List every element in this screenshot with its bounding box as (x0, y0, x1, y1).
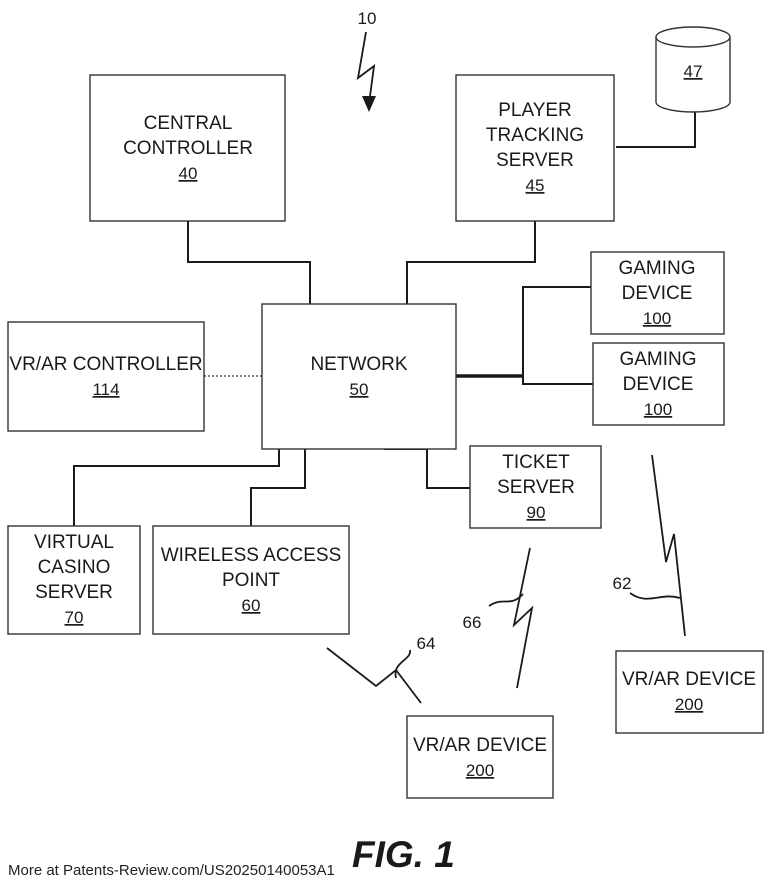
wire-central-controller (188, 221, 310, 304)
player-tracking-ref: 45 (526, 176, 545, 195)
gaming-device-box-2: GAMING DEVICE 100 (593, 343, 724, 425)
player-tracking-line1: PLAYER (498, 100, 572, 121)
player-tracking-line2: TRACKING (486, 125, 584, 146)
gaming-device-box-1: GAMING DEVICE 100 (591, 252, 724, 334)
wire-player-tracking (407, 221, 535, 304)
gaming-device-2-line2: DEVICE (623, 374, 694, 395)
wireless-link-62-zigzag (652, 455, 685, 636)
vrar-device-box-1: VR/AR DEVICE 200 (407, 716, 553, 798)
virtual-casino-line3: SERVER (35, 582, 113, 603)
wireless-link-62-ref: 62 (613, 574, 632, 593)
database-47: 47 (656, 27, 730, 112)
virtual-casino-line1: VIRTUAL (34, 532, 114, 553)
wireless-link-62: 62 (613, 455, 685, 636)
network-box: NETWORK 50 (262, 304, 456, 449)
gaming-device-2-ref: 100 (644, 400, 672, 419)
vrar-device-box-2: VR/AR DEVICE 200 (616, 651, 763, 733)
vrar-device-2-ref: 200 (675, 695, 703, 714)
wireless-link-64-zigzag (327, 648, 421, 703)
player-tracking-server-box: PLAYER TRACKING SERVER 45 (456, 75, 614, 221)
wireless-link-66-zigzag (514, 548, 532, 688)
ticket-server-line1: TICKET (502, 452, 570, 473)
virtual-casino-ref: 70 (65, 608, 84, 627)
vrar-controller-line1: VR/AR CONTROLLER (9, 354, 202, 375)
wireless-access-point-box: WIRELESS ACCESS POINT 60 (153, 526, 349, 634)
database-top (656, 27, 730, 47)
database-ref: 47 (684, 62, 703, 81)
wireless-link-64-leader (395, 650, 410, 678)
wireless-ap-line1: WIRELESS ACCESS (161, 545, 342, 566)
figure-caption: FIG. 1 (352, 834, 455, 876)
ticket-server-ref: 90 (527, 503, 546, 522)
wireless-ap-line2: POINT (222, 570, 280, 591)
figure-ref-10: 10 (358, 9, 377, 28)
central-controller-line2: CONTROLLER (123, 138, 253, 159)
wire-gaming-device-2 (523, 376, 593, 384)
vrar-device-1-line1: VR/AR DEVICE (413, 735, 547, 756)
wireless-link-66-ref: 66 (463, 613, 482, 632)
vrar-controller-ref: 114 (92, 380, 119, 399)
gaming-device-1-ref: 100 (643, 309, 671, 328)
ticket-server-box: TICKET SERVER 90 (470, 446, 601, 528)
wire-gaming-device-1 (523, 287, 591, 376)
vrar-device-2-line1: VR/AR DEVICE (622, 669, 756, 690)
gaming-device-1-line1: GAMING (618, 258, 695, 279)
wire-virtual-casino (74, 449, 279, 526)
vrar-device-1-ref: 200 (466, 761, 494, 780)
virtual-casino-server-box: VIRTUAL CASINO SERVER 70 (8, 526, 140, 634)
player-tracking-line3: SERVER (496, 150, 574, 171)
central-controller-box: CENTRAL CONTROLLER 40 (90, 75, 285, 221)
wireless-link-66: 66 (463, 548, 532, 688)
wireless-link-64: 64 (327, 634, 435, 703)
wire-ticket-server (384, 449, 470, 488)
gaming-device-2-line1: GAMING (619, 349, 696, 370)
wireless-ap-ref: 60 (242, 596, 261, 615)
wireless-link-64-ref: 64 (417, 634, 436, 653)
vrar-controller-box: VR/AR CONTROLLER 114 (8, 322, 204, 431)
figure-ref-arrowhead (362, 96, 376, 112)
gaming-device-1-line2: DEVICE (622, 283, 693, 304)
ticket-server-line2: SERVER (497, 477, 575, 498)
wireless-link-62-leader (630, 593, 680, 599)
central-controller-line1: CENTRAL (144, 113, 233, 134)
virtual-casino-line2: CASINO (38, 557, 111, 578)
source-footer: More at Patents-Review.com/US20250140053… (8, 862, 335, 879)
central-controller-ref: 40 (179, 164, 198, 183)
network-line1: NETWORK (310, 354, 407, 375)
network-ref: 50 (350, 380, 369, 399)
figure-ref-arrow (358, 32, 374, 104)
